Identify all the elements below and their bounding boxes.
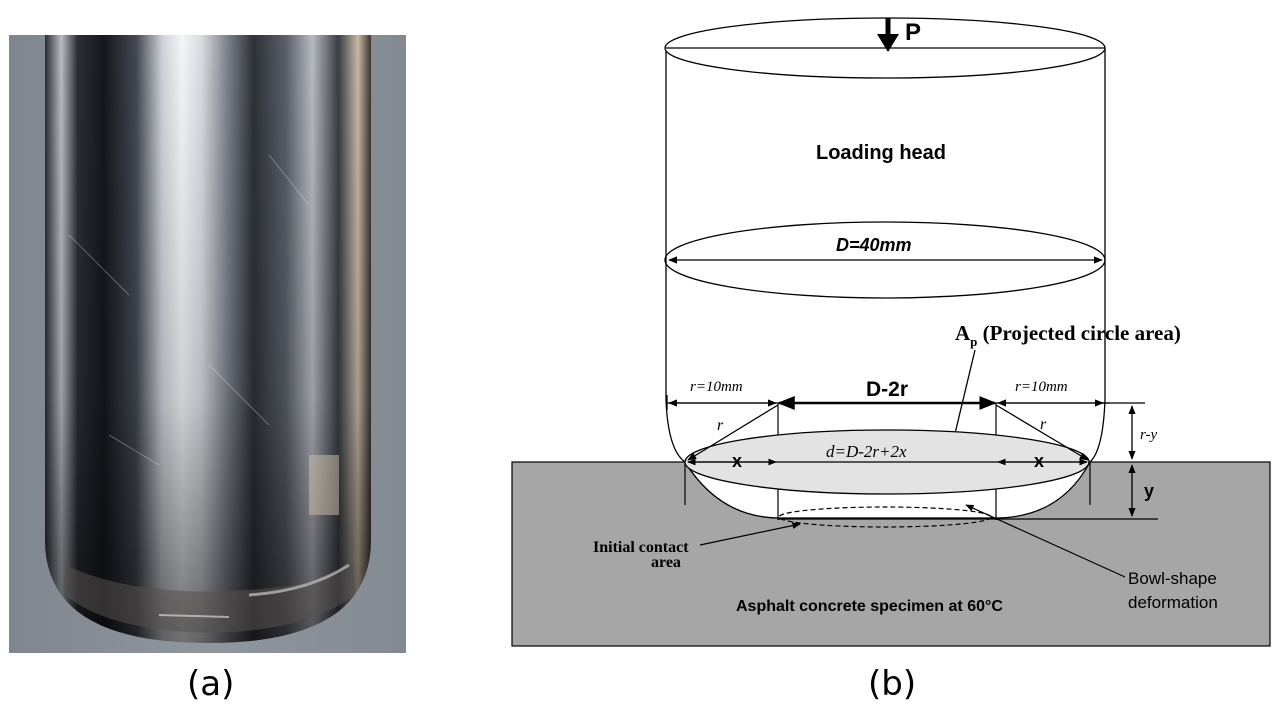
diameter-label: D=40mm [836,235,912,255]
loading-head-label: Loading head [816,142,946,164]
x-right-label: x [1034,451,1044,471]
initial-contact-ellipse [778,506,992,528]
projected-area-label: Ap (Projected circle area) [955,321,1181,349]
bowl-label: Bowl-shape deformation [1128,569,1222,612]
r-left-line [687,404,779,461]
d-minus-2r-label: D-2r [866,378,908,401]
radius-right-label: r=10mm [1015,379,1068,395]
d-formula-label: d=D-2r+2x [826,442,907,461]
x-left-label: x [732,451,742,471]
specimen-label: Asphalt concrete specimen at 60°C [736,598,1003,615]
r-minus-y-label: r-y [1140,427,1158,443]
load-label: P [905,19,921,46]
caption-b: (b) [868,664,917,704]
diameter-ellipse [664,221,1106,299]
loading-head-photo [9,35,406,653]
radius-left-label: r=10mm [690,379,743,395]
caption-a: (a) [187,664,235,704]
bowl-pointer [965,504,1126,578]
initial-contact-pointer [699,522,801,546]
initial-contact-label: Initial contact area [593,539,693,571]
r-left-label: r [717,417,724,434]
y-label: y [1144,481,1154,501]
r-right-label: r [1040,416,1047,433]
r-right-line [995,404,1089,461]
